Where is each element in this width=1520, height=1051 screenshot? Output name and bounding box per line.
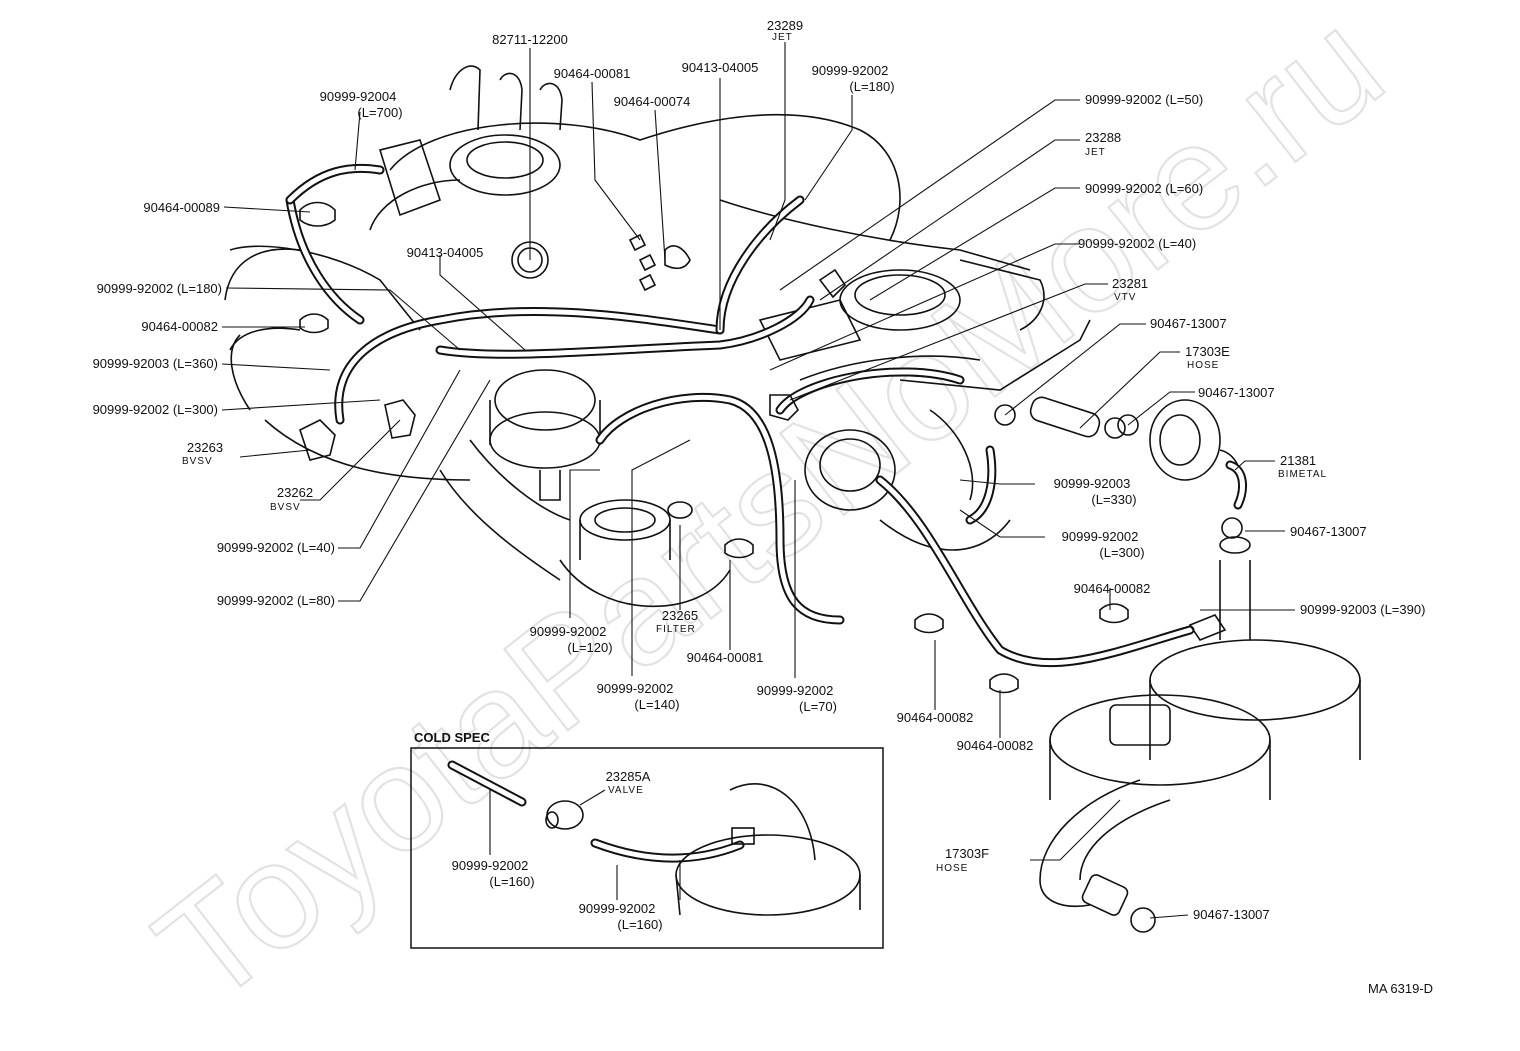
callout-part-label: 23263 [187,440,223,455]
callout-part-label: 90464-00082 [141,319,218,334]
callout-part-label: 23281 [1112,276,1148,291]
callout-part-label: 17303E [1185,344,1230,359]
callout-part-label: 90999-92003 [1054,476,1131,491]
callout-sub-label: BIMETAL [1278,469,1327,480]
callout-sub-label: BVSV [182,456,213,467]
callout-sub-label: (L=330) [1091,492,1136,507]
callout-sub-label: (L=70) [799,699,837,714]
callout-sub-label: HOSE [936,863,968,874]
callout-part-label: 90413-04005 [407,245,484,260]
callout-sub-label: (L=300) [1099,545,1144,560]
callout-part-label: 23262 [277,485,313,500]
callout-sub-label: (L=140) [634,697,679,712]
callout-part-label: 90467-13007 [1193,907,1270,922]
callout-part-label: 90999-92002 [597,681,674,696]
callout-part-label: 90464-00082 [957,738,1034,753]
callout-part-label: 90999-92003 (L=390) [1300,602,1425,617]
watermark: ToyotaPartsNoMore.ru [126,0,1412,1035]
callout-part-label: 23288 [1085,130,1121,145]
callout-part-label: 90999-92003 (L=360) [93,356,218,371]
callout-part-label: 90999-92002 (L=40) [1078,236,1196,251]
callout-part-label: 21381 [1280,453,1316,468]
callout-part-label: 90999-92002 [579,901,656,916]
callout-part-label: 90999-92002 (L=80) [217,593,335,608]
callout-part-label: 90999-92002 [1062,529,1139,544]
callout-part-label: 90464-00089 [143,200,220,215]
callout-sub-label: (L=120) [567,640,612,655]
callout-labels: 82711-12200 90464-00081 90413-04005 2328… [93,18,1426,922]
callout-sub-label: (L=700) [357,105,402,120]
callout-part-label: 90464-00081 [554,66,631,81]
callout-part-label: 90999-92002 (L=40) [217,540,335,555]
callout-sub-label: (L=180) [849,79,894,94]
callout-part-label: 90464-00081 [687,650,764,665]
callout-part-label: 90999-92002 (L=50) [1085,92,1203,107]
callout-part-label: 90999-92002 (L=60) [1085,181,1203,196]
components [299,201,1243,933]
callout-part-label: 90999-92002 [452,858,529,873]
callout-part-label: 90999-92002 [812,63,889,78]
callout-part-label: 82711-12200 [492,32,568,47]
callout-part-label: 90464-00082 [1074,581,1151,596]
callout-part-label: 90467-13007 [1150,316,1227,331]
callout-part-label: 90999-92002 (L=180) [97,281,222,296]
drawing-code: MA 6319-D [1368,981,1433,996]
callout-sub-label: JET [1085,147,1106,158]
valve-23285a [546,800,584,830]
callout-sub-label: VTV [1114,292,1136,303]
callout-part-label: 90999-92002 [530,624,607,639]
cold-spec-frame [410,747,884,949]
callout-sub-label: FILTER [656,624,696,635]
callout-sub-label: BVSV [270,502,301,513]
callout-part-label: 17303F [945,846,989,861]
leader-lines [221,42,1295,919]
callout-part-label: 90464-00082 [897,710,974,725]
callout-part-label: 90464-00074 [614,94,691,109]
callout-sub-label: (L=160) [489,874,534,889]
connector [731,827,755,845]
callout-part-label: 23265 [662,608,698,623]
vacuum-hoses [285,163,1247,668]
callout-sub-label: HOSE [1187,360,1219,371]
callout-part-label: 23289 [767,18,803,33]
engine-outline [224,65,1361,916]
callout-part-label: 90413-04005 [682,60,759,75]
cold-spec-inset: COLD SPEC 23285A VALVE 90999-92002 (L=16… [410,730,884,949]
callout-part-label: 90999-92002 [757,683,834,698]
callout-sub-label: (L=160) [617,917,662,932]
callout-part-label: 90467-13007 [1198,385,1275,400]
callout-sub-label: VALVE [608,785,644,796]
callout-part-label: 23285A [606,769,651,784]
callout-part-label: 90467-13007 [1290,524,1367,539]
cold-spec-title: COLD SPEC [414,730,490,745]
callout-part-label: 90999-92002 (L=300) [93,402,218,417]
callout-part-label: 90999-92004 [320,89,397,104]
callout-sub-label: JET [772,32,793,43]
